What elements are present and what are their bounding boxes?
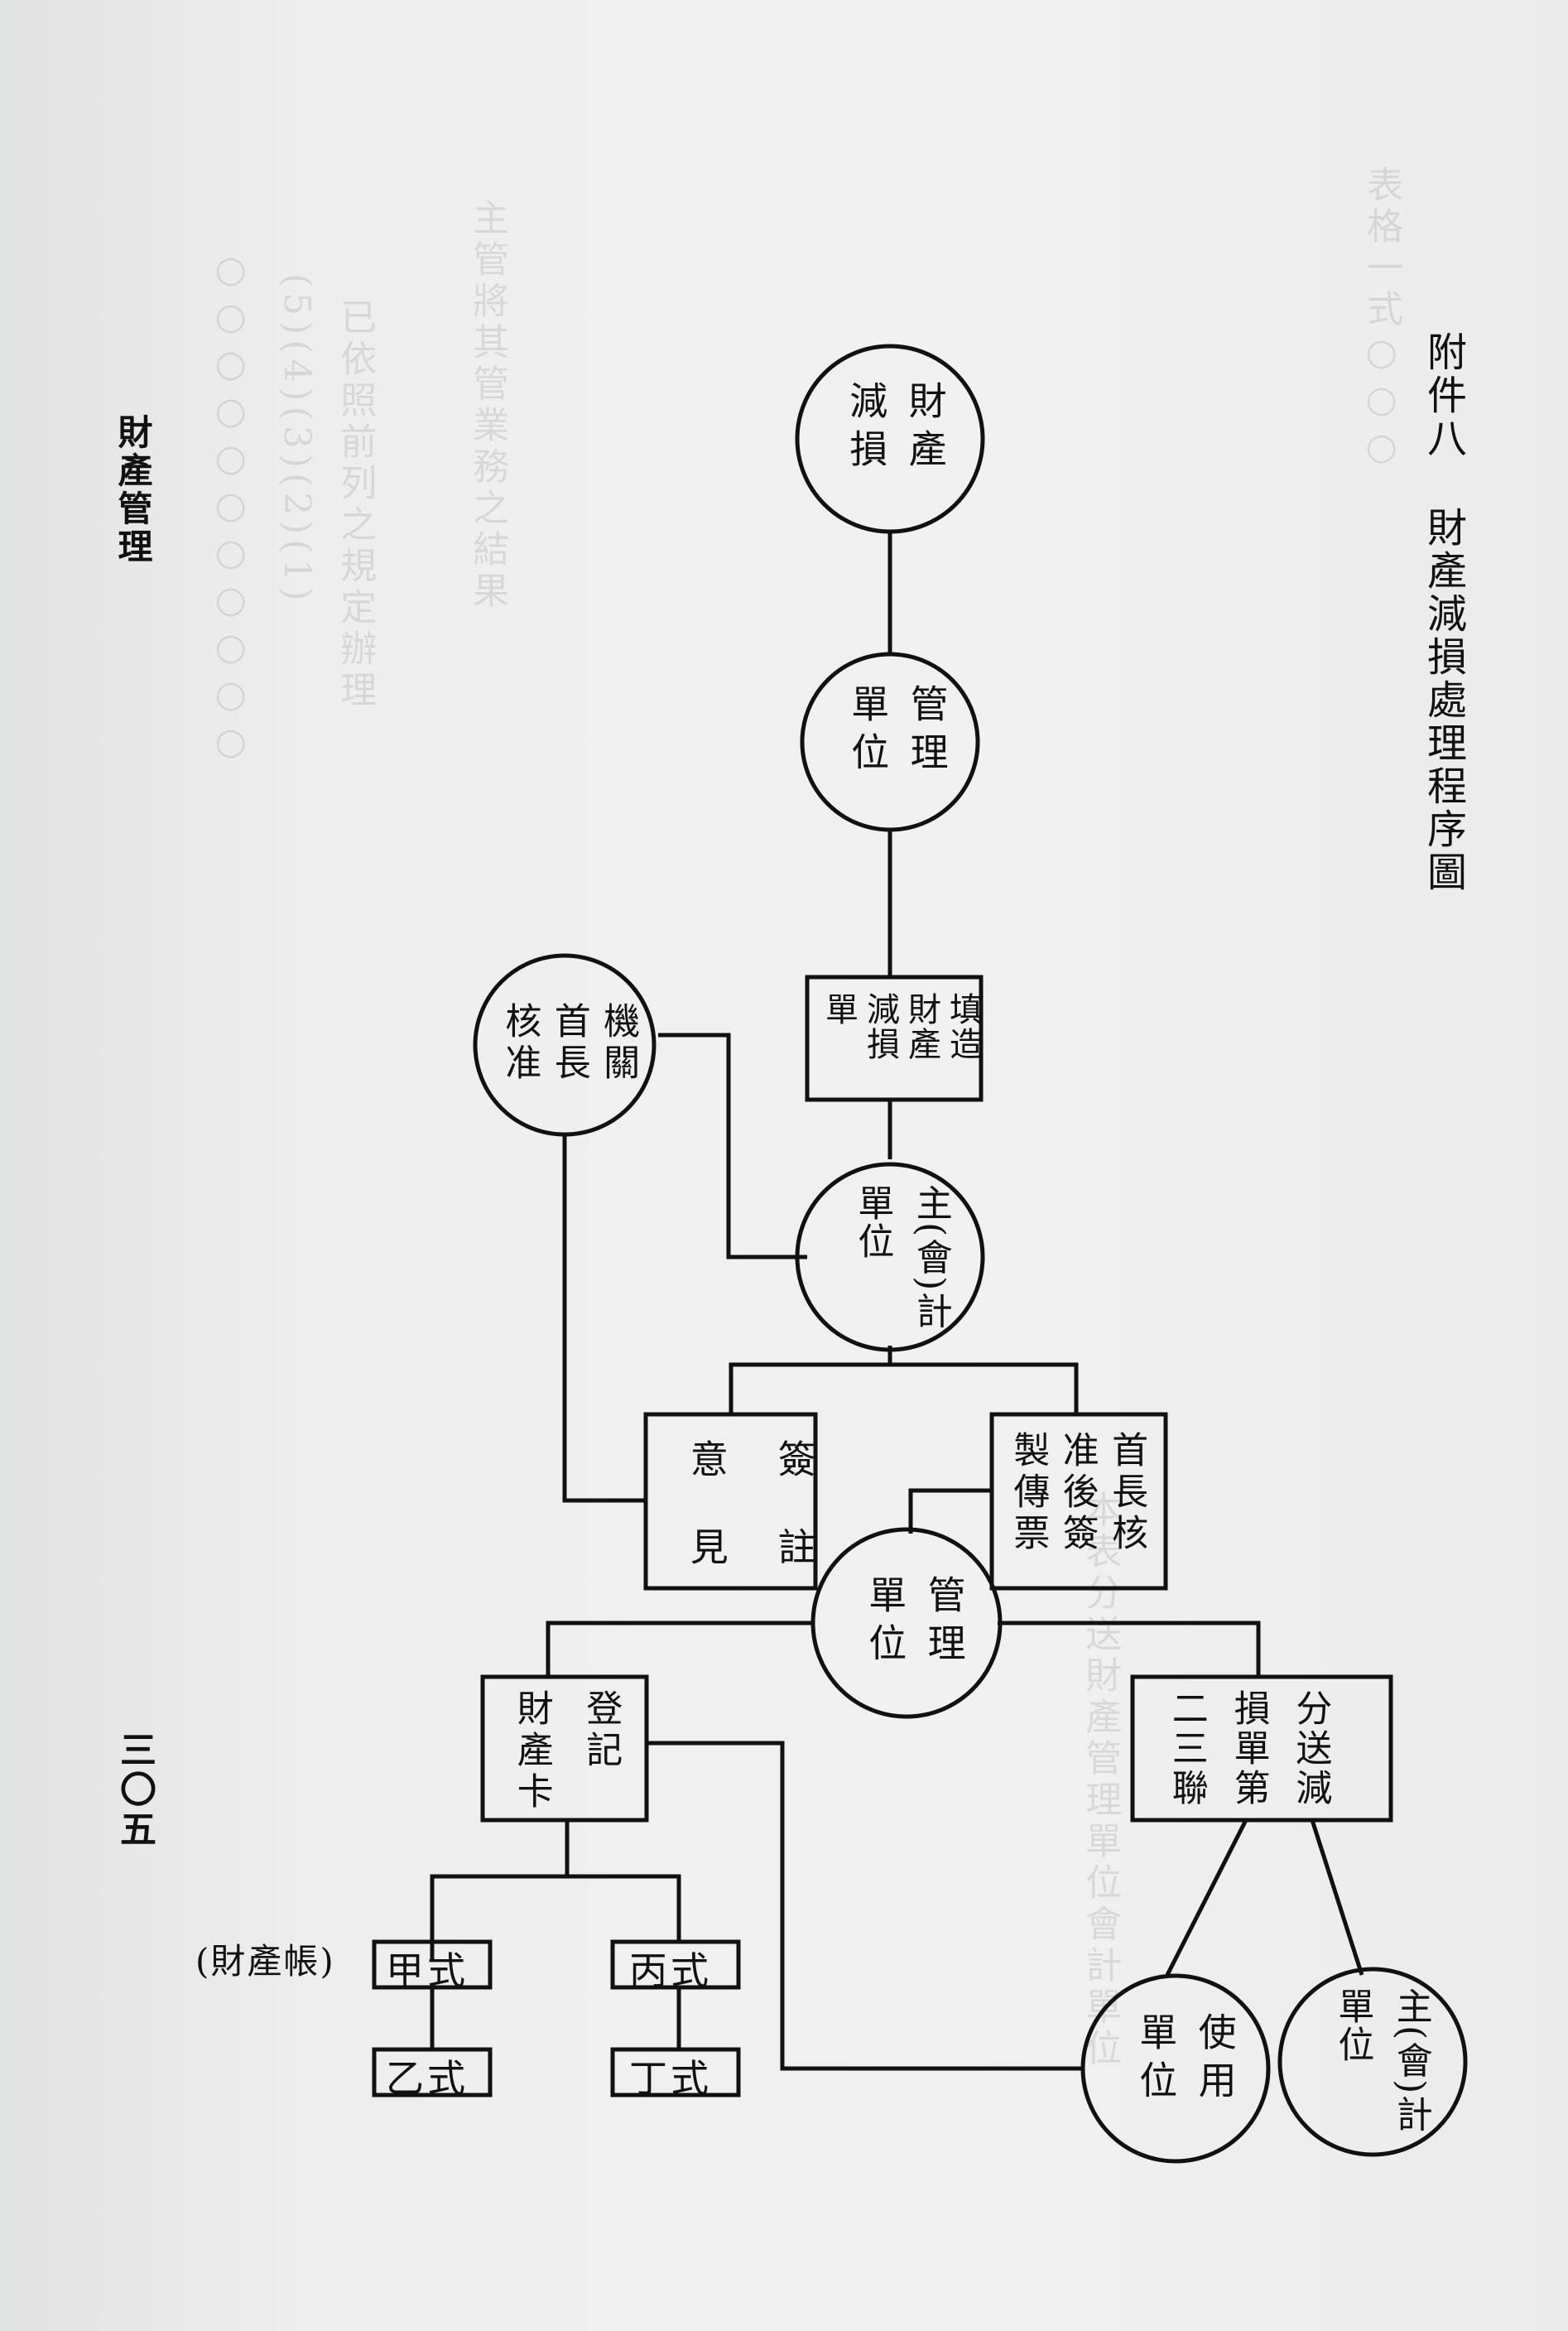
node-form-c-label: 丙式	[629, 1948, 712, 1993]
node-fill-form-box	[805, 975, 984, 1102]
bleed-through-text: 已依照前列之規定辦理	[334, 298, 377, 712]
node-agency-head-label: 機關首長核准	[498, 1002, 640, 1085]
node-form-a-label: 甲式	[386, 1948, 469, 1993]
connector	[647, 1741, 1083, 2071]
node-acct-unit-1-circle	[795, 1162, 985, 1352]
connector	[1310, 1819, 1364, 1976]
connector	[430, 1874, 681, 1961]
page-title: 財產減損處理程序圖	[1420, 507, 1466, 894]
node-acct-unit-2-label: 主(會)計單位	[1331, 1987, 1432, 2134]
node-acct-unit-1-label: 主(會)計單位	[851, 1184, 952, 1331]
bleed-through-text: (5)(4)(3)(2)(1)	[276, 273, 319, 606]
ledger-note: (財產帳)	[195, 1941, 335, 1982]
node-mgmt-unit-2-label: 管理單位	[863, 1575, 967, 1671]
node-user-unit-circle	[1080, 1973, 1271, 2164]
page-number: 三〇五	[113, 1731, 156, 1850]
node-mgmt-unit-1-label: 管理單位	[845, 684, 950, 780]
connector	[1165, 1818, 1248, 1977]
node-form-d-label: 丁式	[629, 2056, 712, 2101]
node-fill-form-label: 填造財產減損單	[820, 992, 982, 1062]
node-loss-circle	[795, 344, 985, 534]
node-loss-label: 財產減損	[844, 381, 948, 477]
node-register-box	[480, 1674, 649, 1823]
node-form-d-box	[610, 2047, 741, 2097]
connector	[562, 1134, 646, 1503]
bleed-through-text: ○○○○○○○○○○○	[209, 248, 253, 768]
node-agency-head-circle	[473, 953, 657, 1137]
node-head-approval-label: 首長核准後簽製傳票	[1007, 1431, 1148, 1555]
node-sign-opinion-label: 簽註意見	[684, 1439, 817, 1615]
node-form-b-box	[372, 2047, 493, 2097]
bleed-through-text: 表格一式○○○	[1360, 166, 1403, 473]
node-register-label: 登記財產卡	[510, 1689, 623, 1813]
connector	[546, 1621, 813, 1677]
node-form-c-box	[610, 1939, 741, 1990]
node-form-a-box	[372, 1939, 493, 1990]
node-user-unit-label: 使用單位	[1133, 2012, 1238, 2108]
annex-label: 附件八	[1420, 331, 1466, 460]
node-mgmt-unit-2-circle	[810, 1527, 1003, 1719]
connector	[998, 1621, 1261, 1677]
node-head-approval-box	[989, 1412, 1168, 1591]
node-mgmt-unit-1-circle	[800, 652, 980, 832]
connector	[908, 1488, 992, 1534]
connector	[658, 1033, 807, 1259]
node-send-copies-box	[1130, 1674, 1393, 1823]
node-acct-unit-2-circle	[1277, 1967, 1468, 2157]
bleed-through-text: 主管將其管業務之結果	[466, 199, 509, 613]
node-form-b-label: 乙式	[386, 2056, 469, 2101]
book-title: 財產管理	[113, 414, 153, 566]
node-send-copies-label: 分送減損單第二三聯	[1165, 1689, 1332, 1808]
node-sign-opinion-box	[643, 1412, 818, 1591]
connector	[729, 1362, 1079, 1414]
